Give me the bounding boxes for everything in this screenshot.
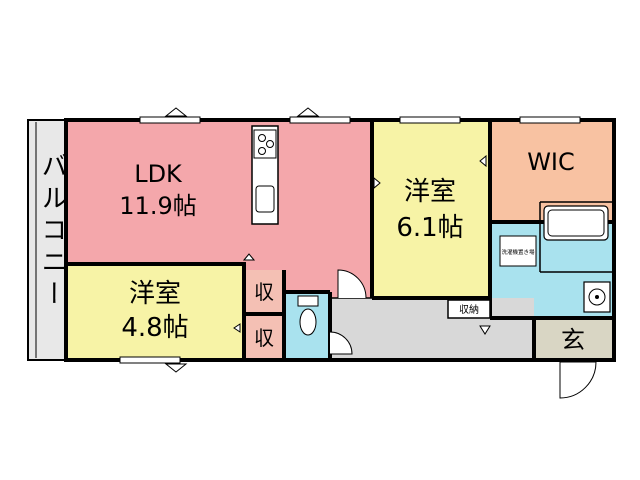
western-room-2 (68, 264, 244, 358)
balcony-area (27, 119, 69, 361)
doors (329, 269, 597, 399)
washbasin-icon (583, 281, 611, 313)
storage-2 (244, 316, 284, 358)
wic-room (490, 122, 612, 222)
hallway (330, 298, 534, 358)
stove-burner-icon (266, 140, 274, 148)
ldk-name: LDK (134, 160, 183, 188)
toilet-icon (297, 295, 319, 336)
bathtub-icon (543, 205, 609, 241)
western-1-name: 洋室 (404, 177, 456, 207)
ldk-room (68, 122, 372, 264)
windows (119, 116, 581, 364)
sink-icon (255, 185, 275, 213)
washing-machine-label: 洗濯機置き場 (501, 248, 535, 256)
storage-2-label: 収 (254, 326, 274, 350)
washing-machine-area (499, 235, 537, 267)
entrance-label: 玄 (561, 326, 585, 354)
storage-3 (447, 299, 491, 319)
western-room-1 (372, 122, 490, 298)
ldk-size: 11.9帖 (119, 192, 196, 220)
balcony-label: バルコニー (37, 152, 67, 312)
western-2-size: 4.8帖 (121, 313, 188, 343)
stove-burner-icon (258, 134, 266, 142)
entrance-area (534, 318, 612, 358)
storage-1-label: 収 (254, 280, 274, 304)
stove-burner-icon (258, 147, 266, 155)
wic-name: WIC (527, 148, 575, 176)
storage-1 (244, 270, 284, 312)
triangle-markers (164, 107, 491, 373)
storage-3-label: 収納 (459, 303, 479, 316)
western-1-size: 6.1帖 (396, 213, 463, 243)
kitchen-counter (251, 125, 279, 225)
western-2-name: 洋室 (129, 279, 181, 309)
